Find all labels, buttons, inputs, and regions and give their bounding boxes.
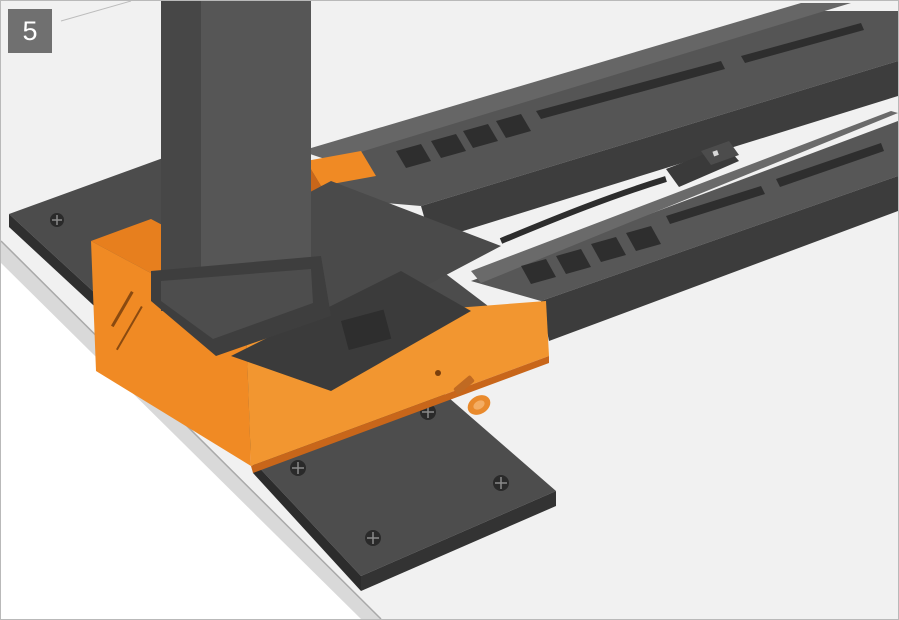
- loose-screw: [453, 375, 491, 415]
- screw-icon: [493, 475, 509, 491]
- upper-crossbar-rail: [301, 3, 898, 241]
- screw-icon: [50, 213, 64, 227]
- screw-icon: [365, 530, 381, 546]
- rail-slots-upper: [396, 23, 864, 168]
- screw-icon: [290, 460, 306, 476]
- step-number-badge: 5: [8, 9, 52, 53]
- power-cable: [499, 141, 739, 244]
- screw-heads: [50, 213, 509, 546]
- bracket-embossed-label: [111, 291, 143, 351]
- desk-leg: [151, 1, 331, 356]
- rail-slots-lower: [521, 143, 884, 284]
- lower-crossbar-rail: [471, 111, 898, 341]
